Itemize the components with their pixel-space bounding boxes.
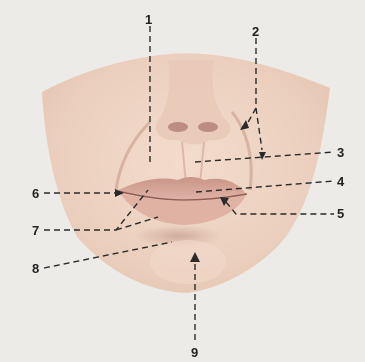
label-8: 8 — [32, 261, 39, 276]
label-4: 4 — [337, 174, 345, 189]
label-9: 9 — [191, 345, 198, 360]
label-6: 6 — [32, 186, 39, 201]
label-7: 7 — [32, 223, 39, 238]
left-nostril — [168, 122, 188, 132]
label-5: 5 — [337, 206, 344, 221]
chin — [150, 240, 226, 284]
label-1: 1 — [145, 12, 152, 27]
label-3: 3 — [337, 145, 344, 160]
right-nostril — [198, 122, 218, 132]
label-2: 2 — [252, 24, 259, 39]
